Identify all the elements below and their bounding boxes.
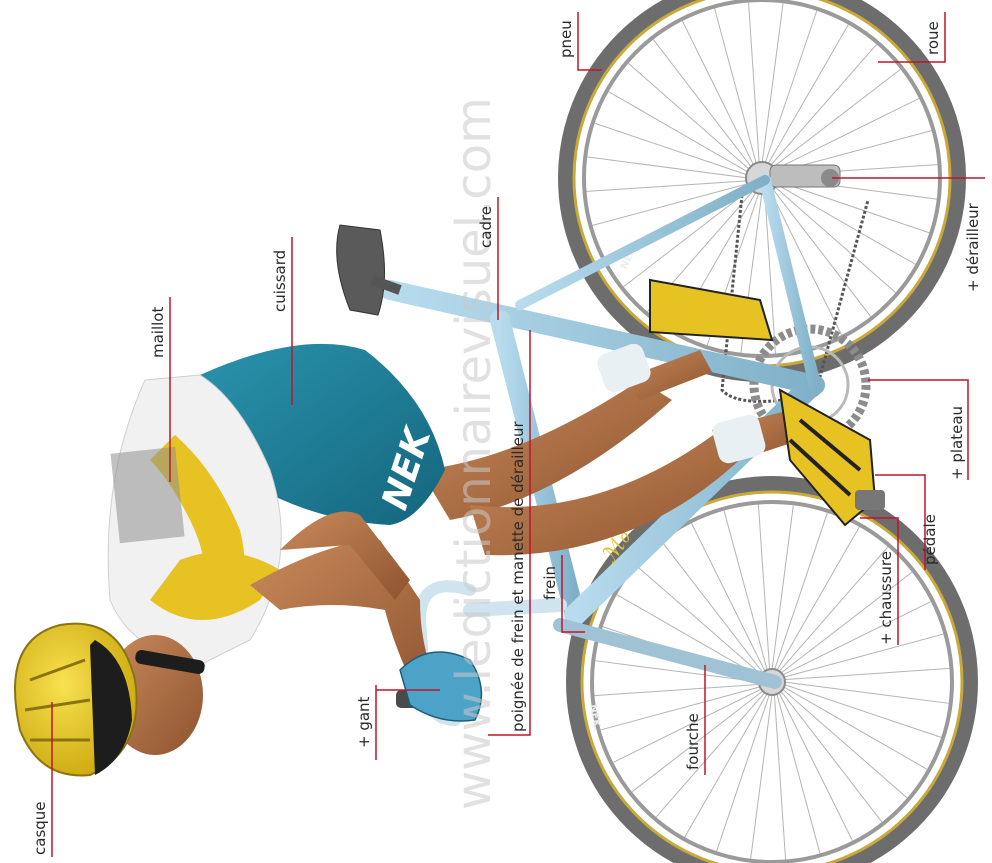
wheel-spoke bbox=[609, 92, 749, 173]
wheel-spoke bbox=[782, 602, 931, 676]
label-cadre: cadre bbox=[477, 206, 495, 248]
label-fourche: fourche bbox=[684, 713, 702, 770]
label-pedale: pédale bbox=[921, 514, 939, 565]
wheel-spoke bbox=[767, 25, 848, 165]
tire-logo-front: NEK. bbox=[587, 704, 602, 732]
wheel-spoke bbox=[779, 692, 853, 841]
wheel-spoke bbox=[765, 11, 817, 165]
watermark: www.ledictionnairevisuel.com bbox=[446, 97, 502, 810]
label-maillot: maillot bbox=[149, 307, 167, 358]
label-casque: casque bbox=[31, 801, 49, 855]
wheel-spoke bbox=[774, 98, 919, 170]
label-frein: frein bbox=[541, 566, 559, 600]
label-cuissard: cuissard bbox=[271, 250, 289, 312]
wheel-spoke bbox=[775, 183, 915, 264]
wheel-spoke bbox=[628, 63, 750, 170]
wheel-spoke bbox=[692, 523, 766, 672]
wheel-spoke bbox=[595, 123, 749, 175]
label-pneu: pneu bbox=[557, 20, 575, 58]
wheel-spoke bbox=[780, 690, 881, 822]
pedal bbox=[855, 490, 885, 510]
wheel-spoke bbox=[776, 181, 930, 233]
wheel-spoke bbox=[783, 687, 927, 770]
rear-derailleur bbox=[770, 165, 840, 187]
wheel-spoke bbox=[770, 44, 877, 166]
label-roue: roue bbox=[924, 21, 942, 55]
label-chaussure: + chaussure bbox=[877, 551, 895, 645]
wheel-spoke bbox=[682, 21, 754, 166]
label-poignee: poignée de frein et manette de dérailleu… bbox=[509, 421, 527, 732]
label-plateau: + plateau bbox=[948, 406, 966, 480]
wheel-spoke bbox=[777, 527, 860, 671]
label-gant: + gant bbox=[355, 696, 373, 748]
helmet bbox=[15, 624, 137, 776]
label-derailleur: + dérailleur bbox=[964, 202, 982, 292]
wheel-spoke bbox=[772, 69, 901, 168]
wheel-spoke bbox=[653, 40, 752, 169]
saddle bbox=[337, 225, 385, 315]
